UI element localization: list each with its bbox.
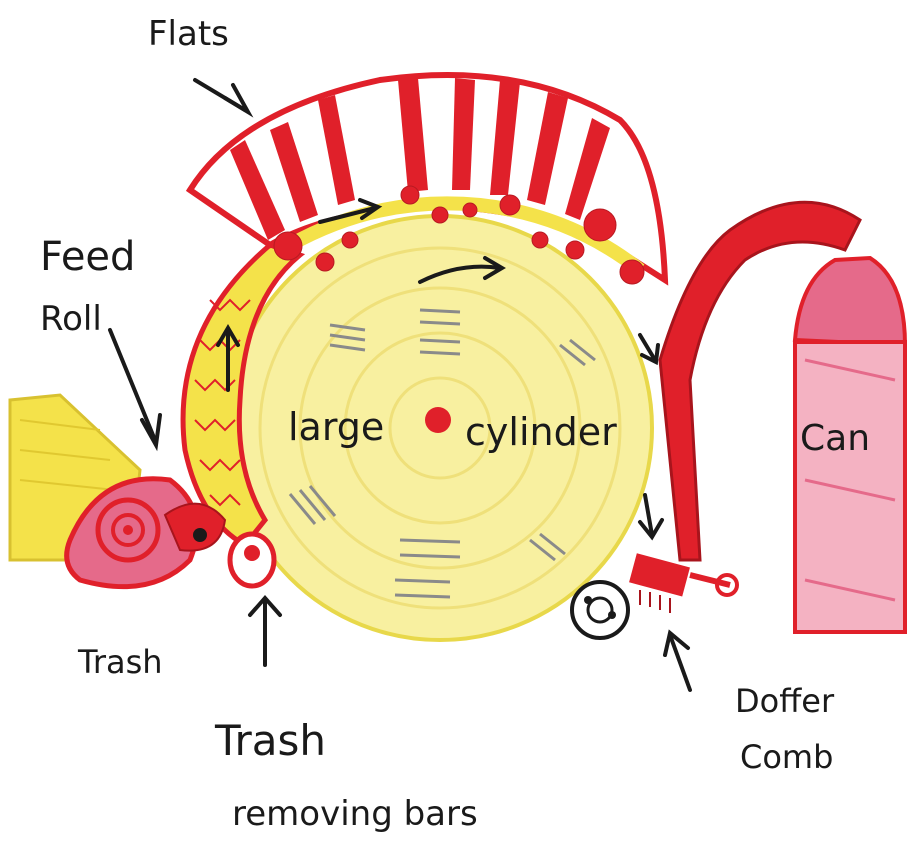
cylinder-axle xyxy=(425,407,451,433)
label-trash-bottom: Trash xyxy=(214,716,326,765)
label-doffer: Doffer xyxy=(735,682,835,720)
label-can: Can xyxy=(800,418,870,459)
label-removing-bars: removing bars xyxy=(232,794,478,834)
doffer-roll xyxy=(572,582,628,638)
label-comb: Comb xyxy=(740,738,833,776)
label-feed: Feed xyxy=(40,234,135,280)
label-cylinder: cylinder xyxy=(465,410,617,454)
feed-roll-arrow xyxy=(110,330,155,440)
label-roll: Roll xyxy=(40,299,102,339)
label-trash-left: Trash xyxy=(77,643,163,681)
label-flats: Flats xyxy=(148,14,229,54)
label-large: large xyxy=(288,405,384,449)
trash-removing-bar-roll xyxy=(230,534,274,586)
